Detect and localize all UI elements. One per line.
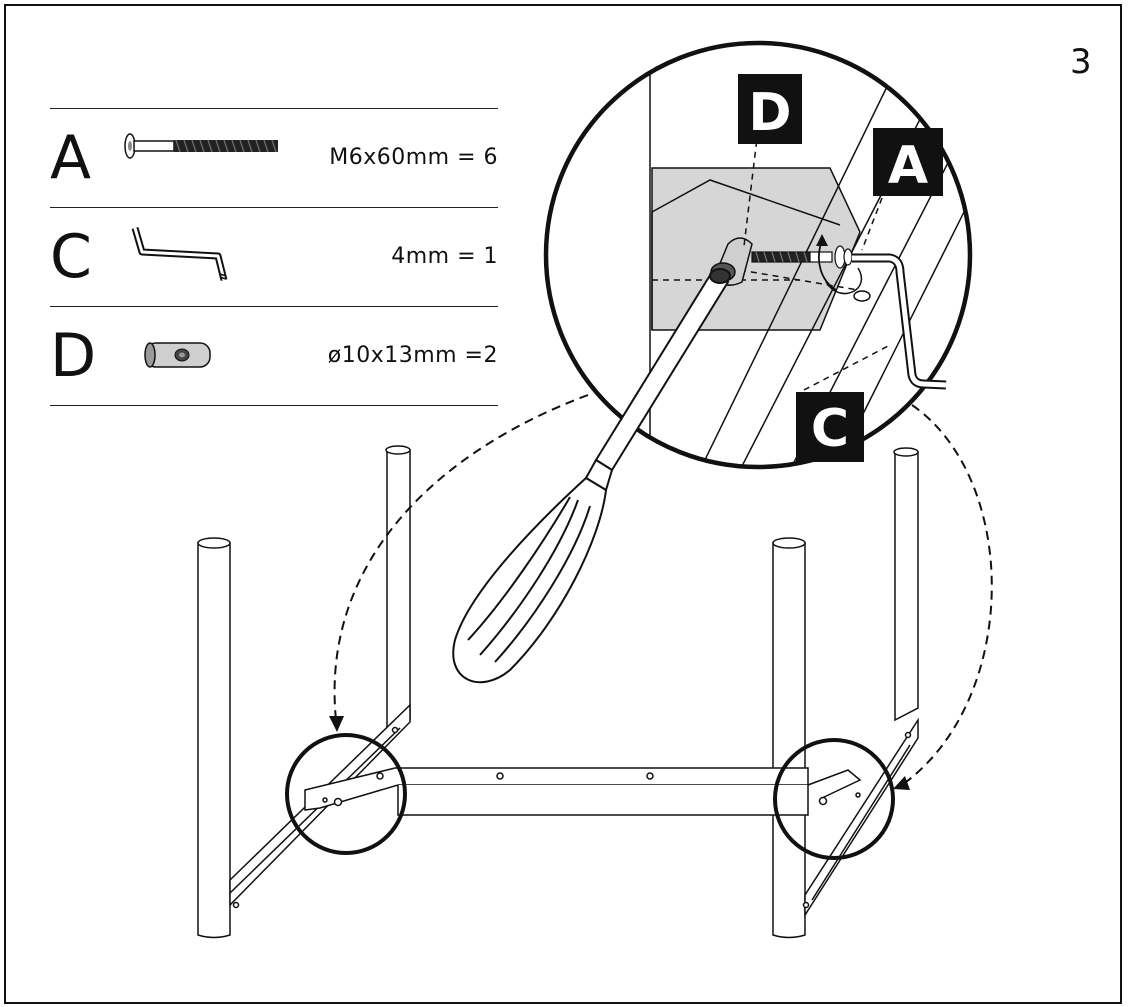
- part-spec: M6x60mm = 6: [329, 145, 498, 170]
- part-letter: D: [50, 321, 97, 391]
- arrow-head-right: [893, 776, 910, 790]
- label-c-text: C: [811, 399, 849, 459]
- rotation-swirl: [825, 267, 863, 295]
- step-number: 3: [1070, 42, 1092, 82]
- label-a-text: A: [888, 136, 928, 196]
- part-row-c: C 4mm = 1: [50, 207, 498, 306]
- screwdriver-icon: [452, 268, 731, 684]
- bolt-icon: [124, 133, 278, 159]
- label-a: A: [873, 128, 943, 196]
- part-spec: 4mm = 1: [391, 244, 498, 269]
- detail-circle-left: [285, 733, 407, 855]
- parts-list: A M6x60mm = 6 C 4mm = 1 D ø10x13mm =2: [50, 108, 498, 406]
- arrow-head-left: [329, 716, 344, 732]
- bolt-detail: [751, 245, 853, 269]
- part-spec: ø10x13mm =2: [327, 343, 498, 368]
- detail-circle-right: [773, 738, 895, 860]
- leader-lines: [743, 129, 891, 391]
- part-row-d: D ø10x13mm =2: [50, 306, 498, 406]
- part-letter: C: [50, 222, 92, 292]
- label-d-text: D: [748, 83, 791, 143]
- label-c: C: [796, 392, 864, 462]
- rotation-arrow-head: [816, 234, 828, 246]
- table-frame: [197, 445, 919, 939]
- dashed-arrows: [333, 394, 993, 786]
- page-frame: [4, 4, 1122, 1004]
- barrel-nut-icon: [144, 342, 211, 368]
- part-letter: A: [50, 123, 92, 193]
- allen-key-icon: [131, 227, 228, 281]
- part-row-a: A M6x60mm = 6: [50, 108, 498, 207]
- label-d: D: [738, 74, 802, 144]
- allen-key-detail-inner: [852, 255, 947, 388]
